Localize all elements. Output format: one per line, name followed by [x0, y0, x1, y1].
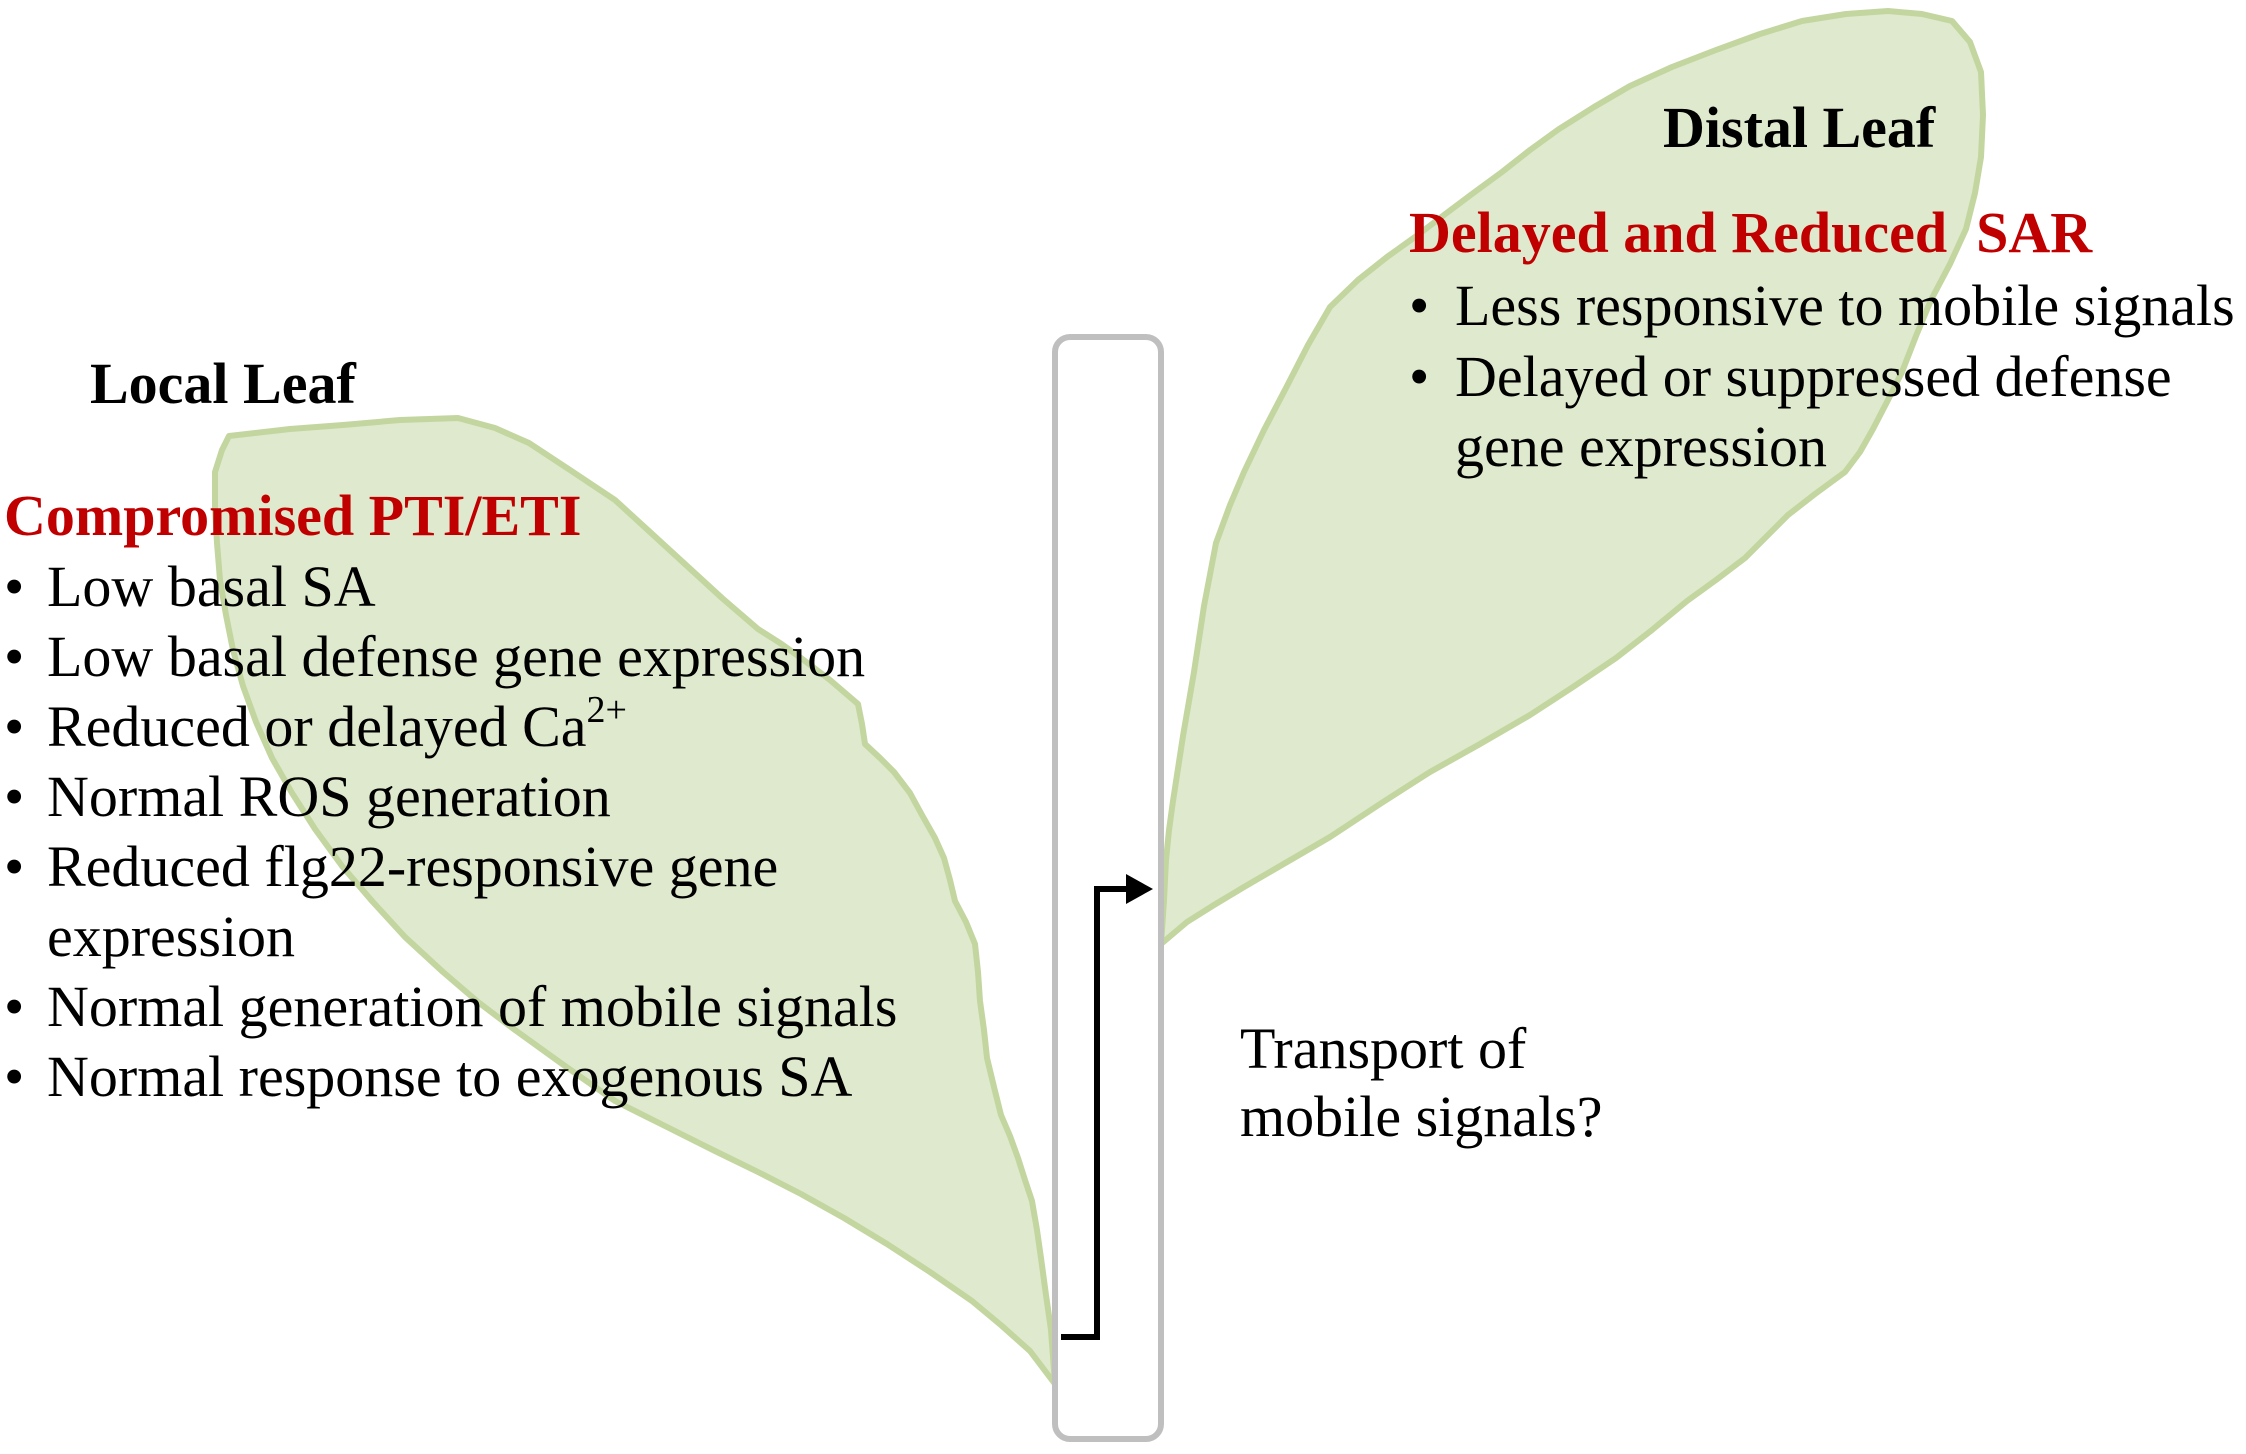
distal-leaf-heading: Delayed and Reduced SAR — [1409, 200, 2093, 265]
local-leaf-title: Local Leaf — [90, 351, 356, 416]
bullet-marker: • — [4, 764, 24, 829]
local-item-exogenous-sa: • Normal response to exogenous SA — [4, 1044, 853, 1109]
local-item-calcium: • Reduced or delayed Ca2+ — [4, 689, 627, 759]
distal-item-text: Delayed or suppressed defense — [1455, 344, 2172, 409]
distal-leaf-shape — [1158, 8, 1986, 947]
distal-item-text: Less responsive to mobile signals — [1455, 273, 2235, 338]
local-item-mobile-signals: • Normal generation of mobile signals — [4, 974, 897, 1039]
local-item-text: Reduced flg22-responsive gene — [47, 834, 778, 899]
bullet-marker: • — [4, 554, 24, 619]
arrow-line — [1061, 886, 1132, 1340]
local-item-low-basal-sa: • Low basal SA — [4, 554, 376, 619]
local-item-text: Normal ROS generation — [47, 764, 611, 829]
distal-leaf-title: Distal Leaf — [1663, 95, 1936, 160]
local-item-text: Normal response to exogenous SA — [47, 1044, 853, 1109]
local-item-text: Reduced or delayed Ca — [47, 694, 587, 759]
signal-transport-arrow — [1061, 874, 1153, 1340]
distal-item-delayed-defense: • Delayed or suppressed defense — [1409, 344, 2172, 409]
bullet-marker: • — [1409, 344, 1429, 409]
transport-label-line-1: Transport of — [1240, 1016, 1527, 1081]
transport-label-line-2: mobile signals? — [1240, 1084, 1602, 1149]
local-item-text: Normal generation of mobile signals — [47, 974, 897, 1039]
distal-item-delayed-defense-continuation: gene expression — [1455, 414, 1827, 479]
bullet-marker: • — [4, 1044, 24, 1109]
local-item-flg22-continuation: expression — [47, 904, 295, 969]
local-item-text: Low basal defense gene expression — [47, 624, 865, 689]
distal-item-less-responsive: • Less responsive to mobile signals — [1409, 273, 2235, 338]
local-item-flg22: • Reduced flg22-responsive gene — [4, 834, 778, 899]
bullet-marker: • — [4, 974, 24, 1039]
arrow-head — [1126, 874, 1153, 904]
local-item-ros: • Normal ROS generation — [4, 764, 611, 829]
calcium-superscript: 2+ — [587, 689, 627, 731]
bullet-marker: • — [1409, 273, 1429, 338]
bullet-marker: • — [4, 694, 24, 759]
bullet-marker: • — [4, 834, 24, 899]
local-leaf-heading: Compromised PTI/ETI — [4, 483, 581, 548]
local-leaf-shape — [212, 415, 1058, 1387]
bullet-marker: • — [4, 624, 24, 689]
local-item-text: Low basal SA — [47, 554, 376, 619]
local-item-low-basal-defense: • Low basal defense gene expression — [4, 624, 865, 689]
